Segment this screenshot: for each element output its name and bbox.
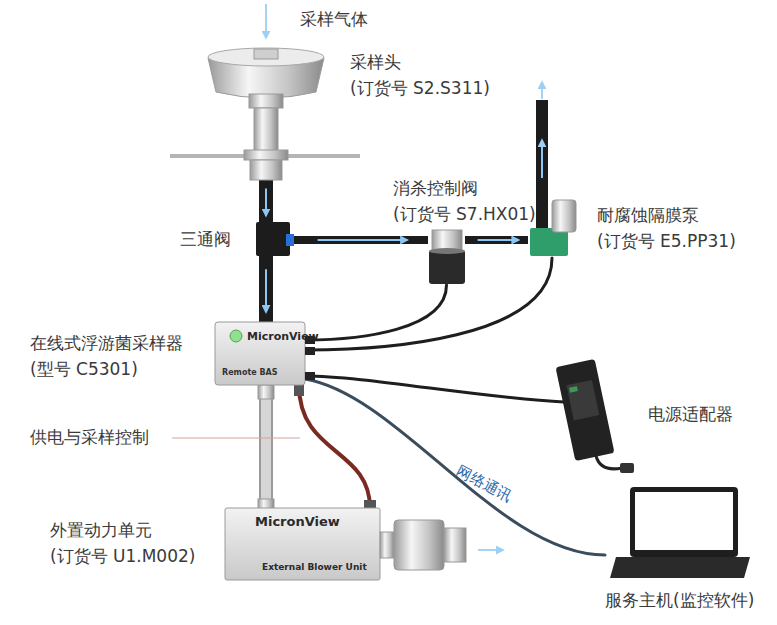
component-name: 采样头 bbox=[350, 52, 401, 72]
component-box: 采样头(订货号 S2.S311) bbox=[206, 45, 326, 180]
cable bbox=[305, 376, 564, 402]
tube bbox=[261, 385, 271, 508]
tube bbox=[259, 385, 273, 508]
connector bbox=[299, 385, 370, 508]
pipe bbox=[259, 256, 273, 322]
component-name: 外置动力单元 bbox=[50, 520, 152, 540]
component-box: 电源适配器 bbox=[560, 360, 610, 458]
pipe bbox=[259, 180, 273, 222]
connector bbox=[305, 285, 447, 340]
component-text: (订货号 S2.S311) bbox=[350, 78, 490, 98]
solenoid-valve bbox=[429, 230, 465, 284]
component-box: 耐腐蚀隔膜泵(订货号 E5.PP31) bbox=[528, 198, 582, 258]
flow-arrow bbox=[265, 4, 267, 38]
component-name: 消杀控制阀 bbox=[393, 178, 478, 198]
connector bbox=[305, 376, 564, 402]
laptop bbox=[610, 487, 750, 578]
component-name: 服务主机(监控软件) bbox=[605, 590, 754, 610]
flow-arrow bbox=[265, 269, 267, 312]
flow-arrow bbox=[265, 188, 267, 215]
tee-valve bbox=[256, 222, 294, 256]
component-name: 在线式浮游菌采样器 bbox=[30, 333, 183, 353]
connector bbox=[266, 256, 267, 322]
power-adapter bbox=[555, 359, 634, 473]
component-name: 三通阀 bbox=[180, 229, 231, 249]
diaphragm-pump bbox=[530, 82, 576, 256]
component-box: 外置动力单元(订货号 U1.M002)MicronViewExternal Bl… bbox=[225, 508, 380, 580]
sampling-head bbox=[170, 48, 360, 180]
component-box: 消杀控制阀(订货号 S7.HX01) bbox=[428, 228, 465, 285]
connector bbox=[290, 240, 428, 241]
connector bbox=[266, 385, 267, 508]
cable bbox=[305, 379, 605, 555]
leader-line bbox=[172, 438, 300, 439]
component-text: External Blower Unit bbox=[262, 562, 367, 573]
component-box: 三通阀 bbox=[256, 222, 290, 256]
flow-arrow bbox=[318, 239, 408, 241]
pipe bbox=[465, 236, 528, 244]
component-text: Remote BAS bbox=[222, 368, 278, 378]
component-text: (订货号 U1.M002) bbox=[50, 546, 195, 566]
connector bbox=[465, 240, 528, 241]
connector bbox=[266, 180, 267, 222]
pipe bbox=[290, 236, 428, 244]
blower-unit bbox=[225, 499, 503, 580]
component-name: 电源适配器 bbox=[648, 404, 733, 424]
cable bbox=[299, 385, 370, 508]
component-text: (型号 C5301) bbox=[30, 359, 138, 379]
component-text: (订货号 E5.PP31) bbox=[597, 231, 736, 251]
connector bbox=[305, 379, 605, 555]
callout-label: 供电与采样控制 bbox=[30, 427, 149, 447]
component-box: 服务主机(监控软件) bbox=[605, 485, 745, 580]
flow-arrow bbox=[478, 239, 519, 241]
connector bbox=[305, 258, 552, 350]
callout-label: 采样气体 bbox=[300, 9, 368, 29]
component-name: 耐腐蚀隔膜泵 bbox=[597, 205, 699, 225]
cable bbox=[305, 258, 552, 350]
cable bbox=[305, 285, 447, 340]
component-text: (订货号 S7.HX01) bbox=[393, 204, 536, 224]
component-box: 在线式浮游菌采样器(型号 C5301)MicronViewRemote BAS bbox=[215, 322, 305, 385]
component-text: MicronView bbox=[255, 514, 340, 530]
component-text: MicronView bbox=[247, 330, 319, 343]
